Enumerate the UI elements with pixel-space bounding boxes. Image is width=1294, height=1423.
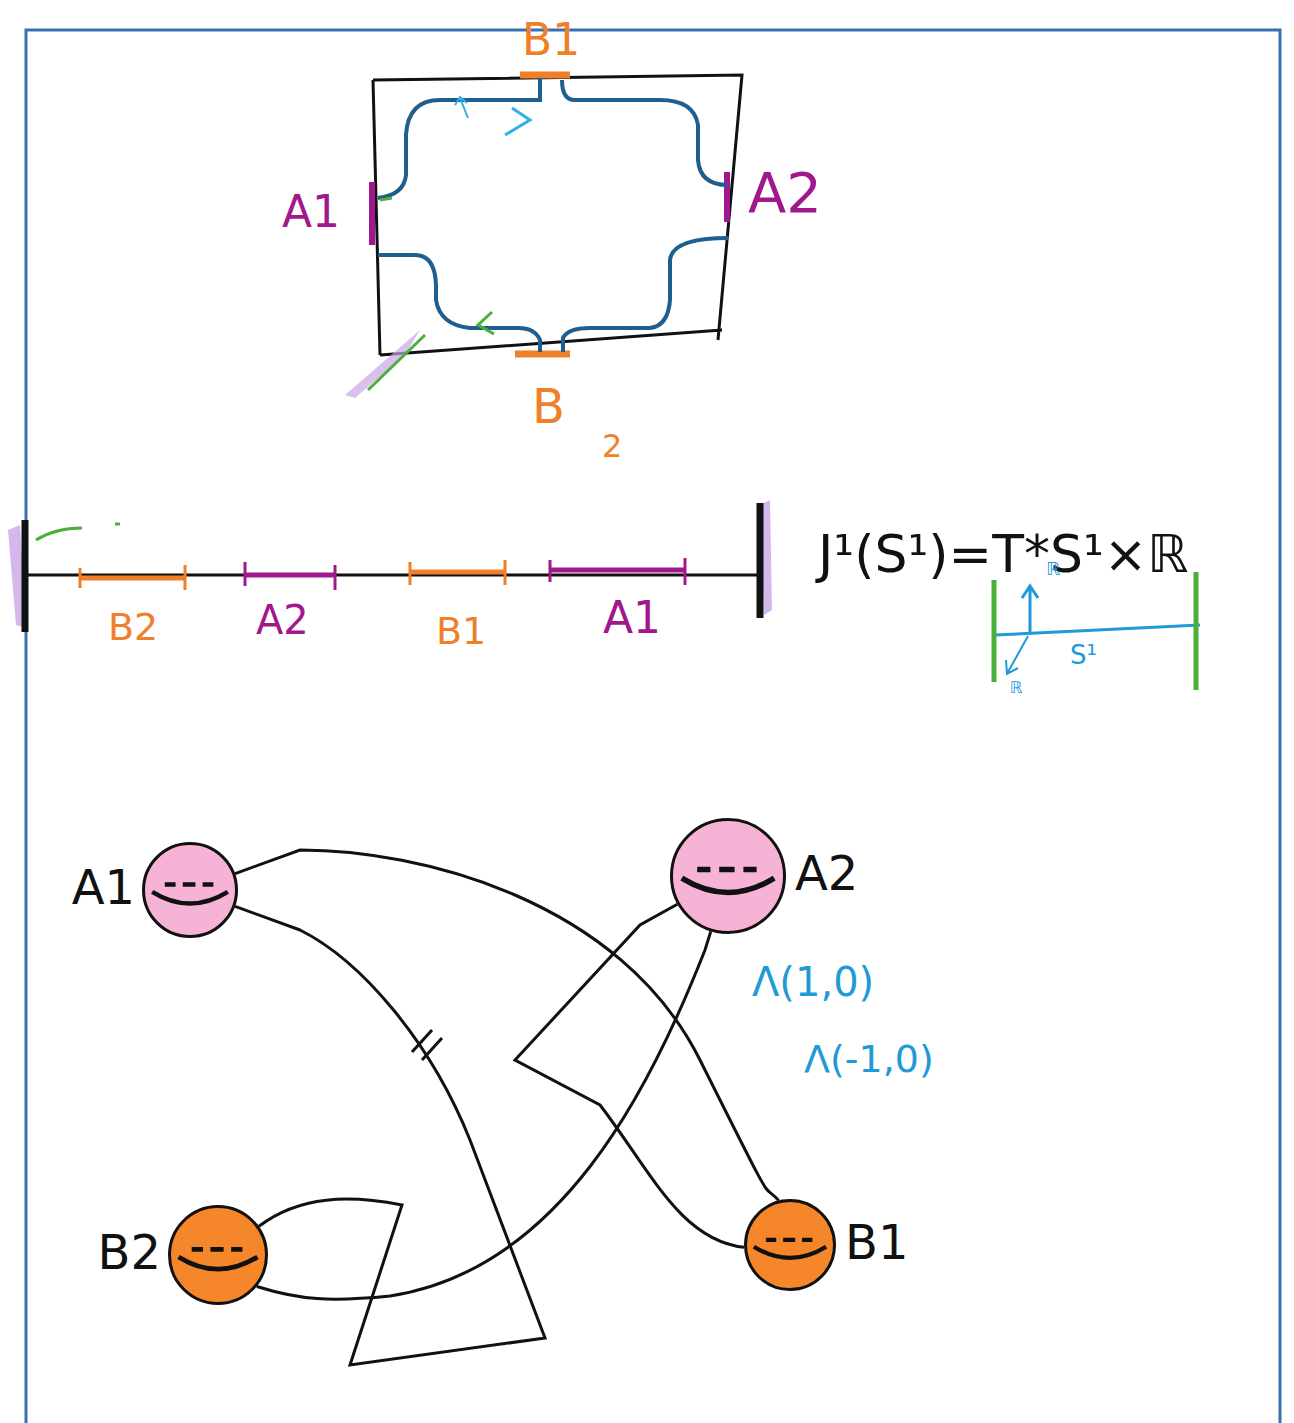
r-axis xyxy=(1022,586,1038,632)
green-tick xyxy=(36,524,120,540)
sphere-equator xyxy=(673,821,783,931)
sphere-node: A1 xyxy=(142,842,238,938)
small-arrow xyxy=(455,97,468,118)
green-end xyxy=(994,572,1196,690)
node-label: B1 xyxy=(845,1218,908,1266)
label: S¹ xyxy=(1070,642,1097,668)
label: B2 xyxy=(108,608,158,646)
node-label: A2 xyxy=(795,849,858,897)
label: ℝ xyxy=(1010,680,1023,696)
node-label: B2 xyxy=(98,1228,161,1276)
green-arrow xyxy=(478,312,494,334)
legendrian-strand xyxy=(257,931,711,1299)
label: Λ(1,0) xyxy=(752,962,874,1002)
label: B1 xyxy=(522,18,580,62)
label: ℝ xyxy=(1046,560,1060,578)
label: 2 xyxy=(602,430,622,462)
square-frame xyxy=(373,75,742,355)
segment-tick xyxy=(80,560,505,590)
corner-shade xyxy=(345,330,420,398)
b1-marker xyxy=(520,72,570,79)
sphere-equator xyxy=(145,845,235,935)
label: B xyxy=(532,382,565,430)
sphere-node: A2 xyxy=(670,818,786,934)
a2-marker xyxy=(724,172,730,222)
sphere-node: B2 xyxy=(168,1205,268,1305)
label: B1 xyxy=(436,612,486,650)
purple-segment xyxy=(245,570,685,575)
label: Λ(-1,0) xyxy=(804,1040,934,1078)
label: A1 xyxy=(603,596,661,640)
green-tick xyxy=(380,198,392,200)
label: A1 xyxy=(282,190,340,234)
s1-line xyxy=(995,625,1200,635)
sphere-node: B1 xyxy=(744,1199,836,1291)
r-axis xyxy=(1006,636,1028,674)
sphere-equator xyxy=(171,1208,265,1302)
green-tick xyxy=(368,335,425,390)
a1-marker xyxy=(369,182,375,245)
label: A2 xyxy=(748,165,822,221)
label: J¹(S¹)=T*S¹×ℝ xyxy=(818,528,1189,580)
segment-tick xyxy=(245,558,685,590)
page-frame xyxy=(26,30,1280,1423)
legendrian-strand xyxy=(515,904,744,1247)
legendrian-curve xyxy=(378,78,728,352)
node-label: A1 xyxy=(72,863,135,911)
sphere-equator xyxy=(747,1202,833,1288)
orientation-arrow xyxy=(505,108,530,135)
label: A2 xyxy=(256,600,309,640)
